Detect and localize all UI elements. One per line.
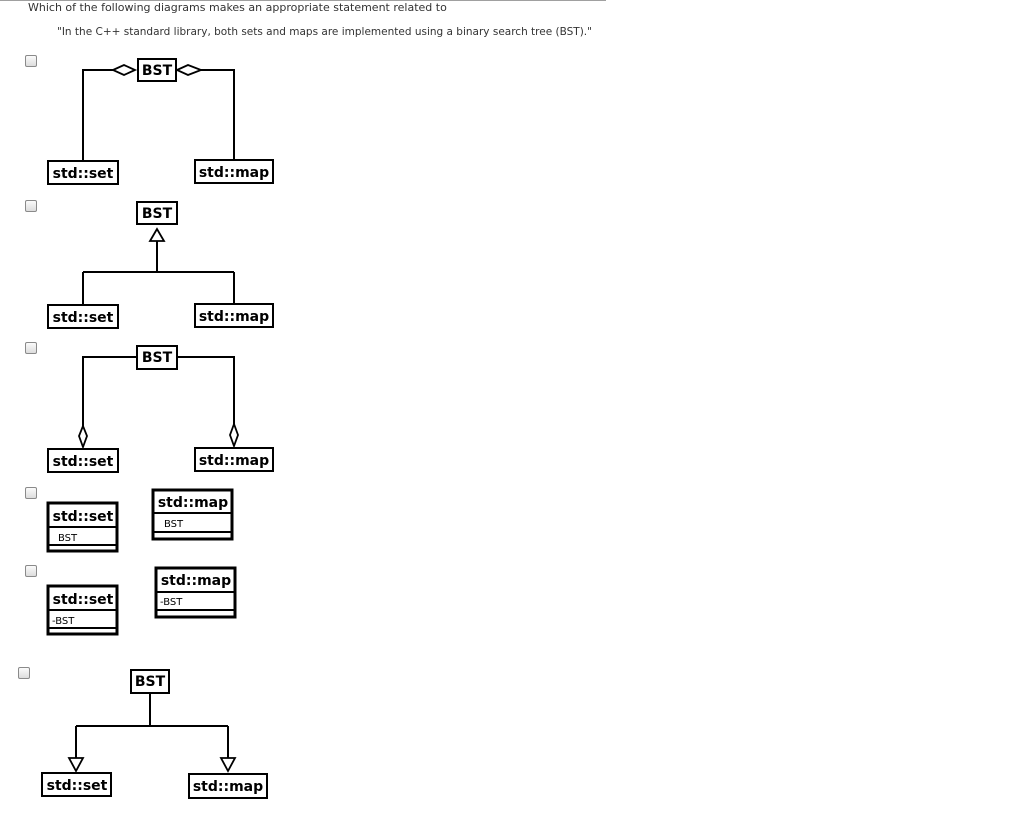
option-b-diagram: BST std::set std::map	[47, 201, 274, 329]
option-e-diagram: std::set -BST std::map -BST	[46, 566, 237, 636]
option-f-map-box	[188, 773, 268, 799]
option-a-checkbox[interactable]	[25, 55, 37, 67]
option-f-set-box	[41, 772, 112, 797]
option-b-triangle-arrow	[148, 227, 166, 242]
option-c-lines	[82, 356, 235, 426]
option-a-set-box	[47, 160, 119, 185]
option-f-checkbox[interactable]	[18, 667, 30, 679]
option-f-map-label: std::map	[193, 779, 263, 795]
option-c-bst-box	[136, 345, 178, 370]
option-d-diagram: std::set BST std::map BST	[46, 488, 234, 553]
top-separator	[0, 0, 606, 1]
option-e-map-label: std::map	[161, 573, 231, 589]
option-d-map-class	[151, 488, 234, 541]
option-f-lines	[75, 693, 229, 758]
option-f-triangle-set	[67, 757, 85, 773]
option-d-set-attribute: BST	[58, 533, 78, 544]
option-b-map-label: std::map	[199, 309, 269, 325]
option-f-triangle-map	[219, 757, 237, 773]
option-a-line-right	[201, 69, 235, 160]
option-e-map-attribute: -BST	[160, 597, 183, 608]
option-b-set-box	[47, 304, 119, 329]
option-c-set-label: std::set	[53, 454, 114, 470]
option-a-map-box	[194, 159, 274, 184]
option-a-map-label: std::map	[199, 165, 269, 181]
option-d-checkbox[interactable]	[25, 487, 37, 499]
option-c-bst-label: BST	[142, 350, 173, 366]
option-c-set-box	[47, 448, 119, 473]
option-c-diagram: BST std::set std::map	[47, 345, 274, 473]
option-c-diamond-map	[229, 421, 239, 449]
option-e-set-label: std::set	[53, 592, 114, 608]
option-c-checkbox[interactable]	[25, 342, 37, 354]
option-d-set-label: std::set	[53, 509, 114, 525]
option-d-map-label: std::map	[158, 495, 228, 511]
option-e-checkbox[interactable]	[25, 565, 37, 577]
option-c-map-label: std::map	[199, 453, 269, 469]
option-b-bst-box	[136, 201, 178, 225]
option-a-set-label: std::set	[53, 166, 114, 182]
option-f-set-label: std::set	[47, 778, 108, 794]
option-a-diamond-right	[174, 64, 204, 76]
option-b-lines	[82, 241, 235, 304]
option-a-bst-box	[137, 58, 177, 82]
option-f-bst-label: BST	[135, 674, 166, 690]
option-b-checkbox[interactable]	[25, 200, 37, 212]
question-text: Which of the following diagrams makes an…	[28, 1, 447, 14]
option-b-map-box	[194, 303, 274, 328]
option-c-map-box	[194, 447, 274, 472]
option-b-set-label: std::set	[53, 310, 114, 326]
option-a-bst-label: BST	[142, 63, 173, 79]
statement-text: "In the C++ standard library, both sets …	[57, 26, 592, 38]
option-e-set-attribute: -BST	[52, 616, 75, 627]
option-c-diamond-set	[78, 423, 88, 450]
option-f-diagram: BST std::set std::map	[41, 669, 268, 799]
option-a-diagram: BST std::set std::map	[47, 58, 274, 185]
option-a-line-left	[82, 69, 113, 160]
option-b-bst-label: BST	[142, 206, 173, 222]
option-d-map-attribute: BST	[164, 519, 184, 530]
option-a-diamond-left	[110, 64, 138, 76]
